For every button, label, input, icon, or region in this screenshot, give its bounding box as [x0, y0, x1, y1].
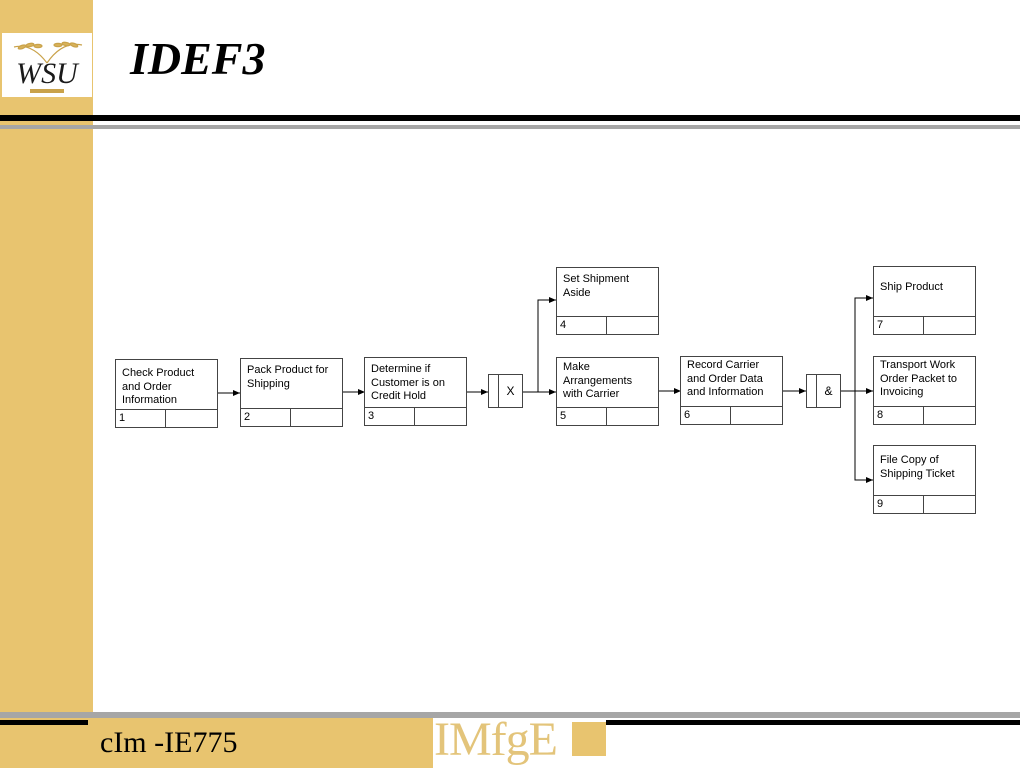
and-junction: &: [806, 374, 841, 408]
slide-title: IDEF3: [130, 33, 266, 84]
uob-number: 5: [560, 410, 567, 422]
uob-label: Check Product and Order Information: [122, 367, 195, 406]
uob-label: Determine if Customer is on Credit Hold: [371, 363, 445, 402]
footer-rule-right: [606, 720, 1020, 725]
junction-symbol: X: [506, 384, 515, 398]
uob-number: 2: [244, 411, 251, 423]
brand-accent-box: [572, 722, 606, 756]
uob-label: File Copy of Shipping Ticket: [880, 454, 955, 480]
uob-box: Check Product and Order Information 1: [115, 359, 218, 428]
link-and-7: [854, 295, 873, 391]
junction-symbol: &: [824, 384, 833, 398]
uob-label: Ship Product: [880, 281, 943, 293]
svg-text:WSU: WSU: [16, 57, 80, 90]
uob-label: Transport Work Order Packet to Invoicing: [880, 359, 958, 398]
uob-box: Record Carrier and Order Data and Inform…: [680, 356, 783, 425]
uob-number: 3: [368, 410, 375, 422]
uob-box: Transport Work Order Packet to Invoicing…: [873, 356, 976, 425]
uob-box: Make Arrangements with Carrier 5: [556, 357, 659, 426]
uob-number: 9: [877, 498, 884, 510]
uob-number: 6: [684, 409, 691, 421]
uob-box: Determine if Customer is on Credit Hold …: [364, 357, 467, 426]
link-x-4: [537, 297, 556, 392]
university-logo: WSU: [2, 33, 92, 97]
uob-box: Set Shipment Aside 4: [556, 267, 659, 335]
uob-number: 1: [119, 412, 126, 424]
uob-label: Make Arrangements with Carrier: [563, 361, 633, 400]
xor-junction: X: [488, 374, 523, 408]
uob-box: Ship Product 7: [873, 266, 976, 335]
uob-number: 8: [877, 409, 884, 421]
footer-rule-left: [0, 720, 88, 725]
uob-label: Set Shipment Aside: [563, 273, 630, 299]
course-code: cIm -IE775: [100, 726, 238, 759]
link-and-9: [854, 391, 873, 483]
uob-label: Record Carrier and Order Data and Inform…: [687, 359, 764, 398]
uob-label: Pack Product for Shipping: [247, 364, 329, 390]
uob-number: 7: [877, 319, 884, 331]
header-rule: [0, 115, 1020, 121]
footer-rule-gray: [0, 712, 1020, 718]
uob-number: 4: [560, 319, 567, 331]
footer-band: [88, 718, 433, 768]
brand-logo-text: IMfgE: [434, 713, 558, 766]
uob-box: File Copy of Shipping Ticket 9: [873, 445, 976, 514]
wheat-logo-icon: WSU: [13, 41, 83, 93]
uob-box: Pack Product for Shipping 2: [240, 358, 343, 427]
header-rule-gray: [0, 125, 1020, 129]
